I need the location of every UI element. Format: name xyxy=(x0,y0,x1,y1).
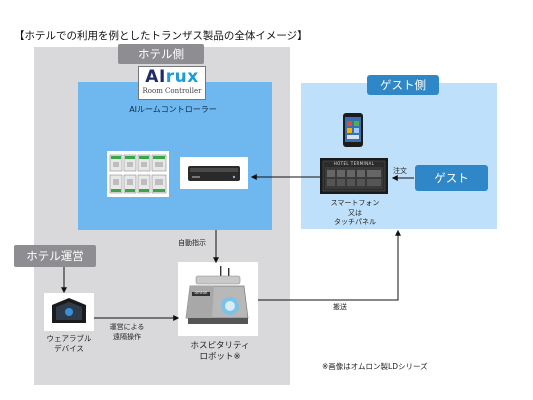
smartphone-graphic xyxy=(345,117,361,142)
robot-caption-line2: ロボット※ xyxy=(199,352,241,362)
guest-side-tab: ゲスト側 xyxy=(367,75,439,95)
guest-side-panel xyxy=(301,83,497,229)
remote-operation-line1: 運営による xyxy=(109,323,145,331)
controller-unit-graphic xyxy=(188,166,240,181)
control-modules-graphic xyxy=(109,154,167,194)
image-note: ※画像はオムロン製LDシリーズ xyxy=(322,362,428,371)
smartphone-caption-line2: 又は xyxy=(348,208,362,217)
touch-panel-image: HOTEL TERMINAL xyxy=(320,158,388,194)
remote-operation-label: 運営による 遠隔操作 xyxy=(100,322,154,342)
smartphone-image xyxy=(343,113,363,147)
robot-caption: ホスピタリティ ロボット※ xyxy=(180,341,260,363)
delivery-label: 搬送 xyxy=(333,303,347,311)
robot-caption-line1: ホスピタリティ xyxy=(190,341,250,351)
wearable-caption-line2: デバイス xyxy=(54,344,84,353)
auto-instruction-label: 自動指示 xyxy=(178,239,206,247)
logo-part2: rux xyxy=(165,67,199,87)
robot-brand: omron xyxy=(194,290,208,295)
smartphone-caption-line3: タッチパネル xyxy=(334,218,376,226)
logo-part1: AI xyxy=(145,67,166,87)
controller-label: AIルームコントローラー xyxy=(129,105,217,114)
controller-unit-image xyxy=(180,157,248,189)
page-title: 【ホテルでの利用を例としたトランザス製品の全体イメージ】 xyxy=(14,30,308,42)
smartphone-caption: スマートフォン 又は タッチパネル xyxy=(322,199,388,228)
remote-operation-line2: 遠隔操作 xyxy=(113,333,141,341)
wearable-caption-line1: ウェアラブル xyxy=(46,334,92,343)
guest-button[interactable]: ゲスト xyxy=(415,165,488,191)
wearable-device-graphic xyxy=(52,298,86,323)
hotel-operations-tab: ホテル運営 xyxy=(14,245,96,267)
order-label: 注文 xyxy=(393,167,407,175)
logo-subtitle: Room Controller xyxy=(142,87,202,95)
robot-image: omron xyxy=(178,262,258,336)
logo-wordmark: AIrux xyxy=(139,67,205,87)
control-modules-image xyxy=(107,151,169,197)
alrux-logo: AIrux Room Controller xyxy=(138,66,206,100)
touch-panel-brand: HOTEL TERMINAL xyxy=(333,161,375,166)
wearable-device-image xyxy=(44,293,94,331)
wearable-caption: ウェアラブル デバイス xyxy=(34,334,104,354)
delivery-arrow xyxy=(258,229,401,301)
touch-panel-graphic xyxy=(322,160,386,192)
smartphone-caption-line1: スマートフォン xyxy=(330,199,380,207)
hotel-side-tab: ホテル側 xyxy=(118,44,204,64)
robot-graphic xyxy=(185,266,249,324)
